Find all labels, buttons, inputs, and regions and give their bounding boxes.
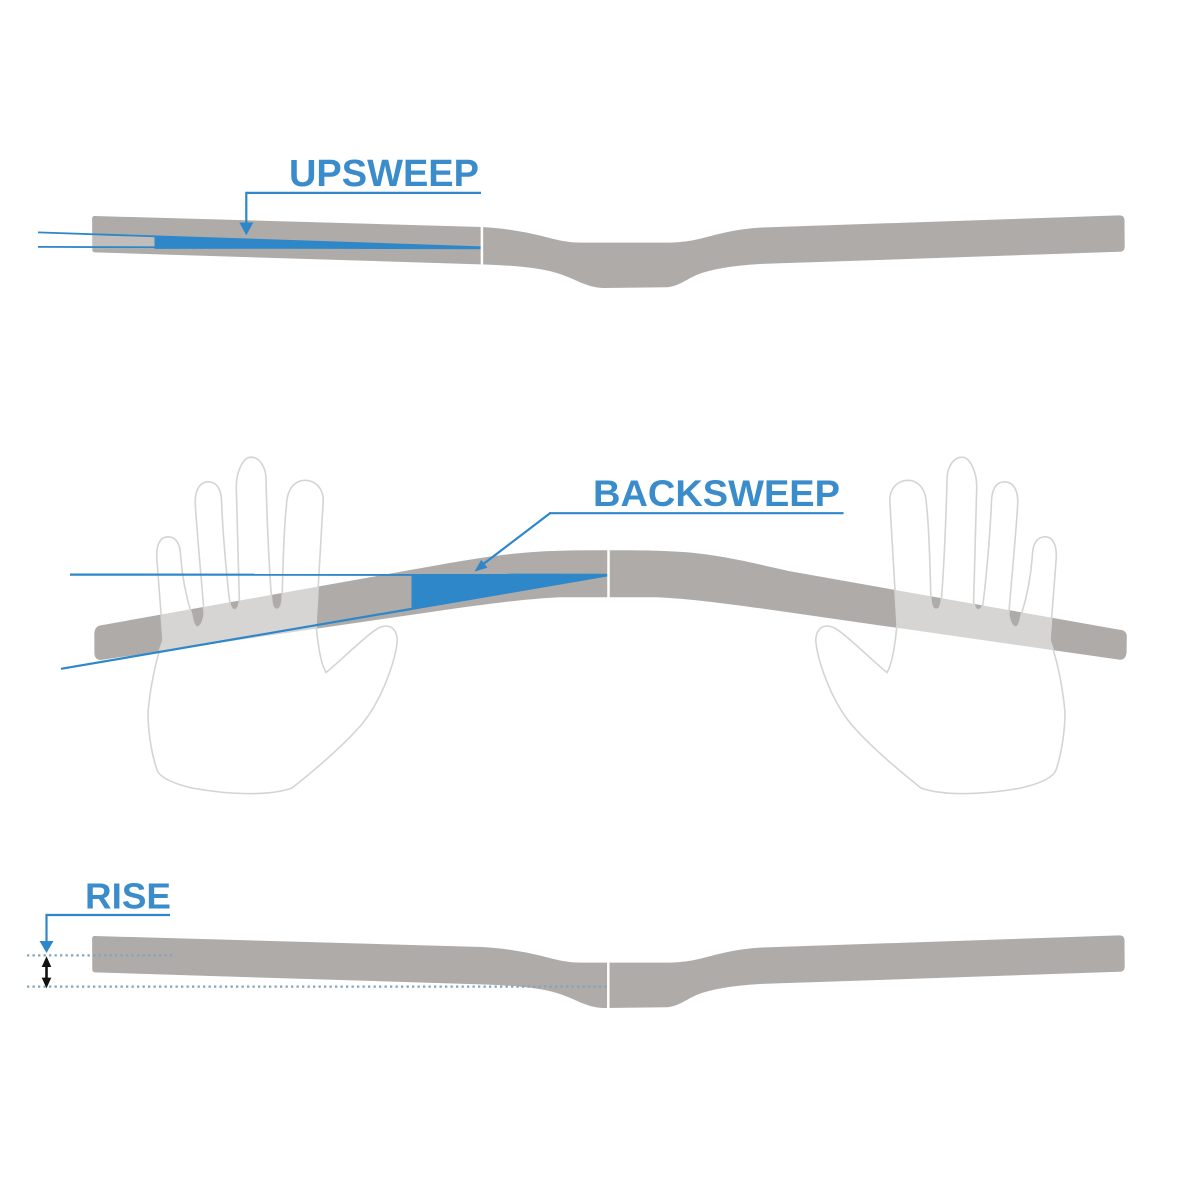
svg-text:BACKSWEEP: BACKSWEEP <box>593 473 840 514</box>
svg-text:UPSWEEP: UPSWEEP <box>289 153 479 195</box>
svg-text:RISE: RISE <box>85 875 171 916</box>
